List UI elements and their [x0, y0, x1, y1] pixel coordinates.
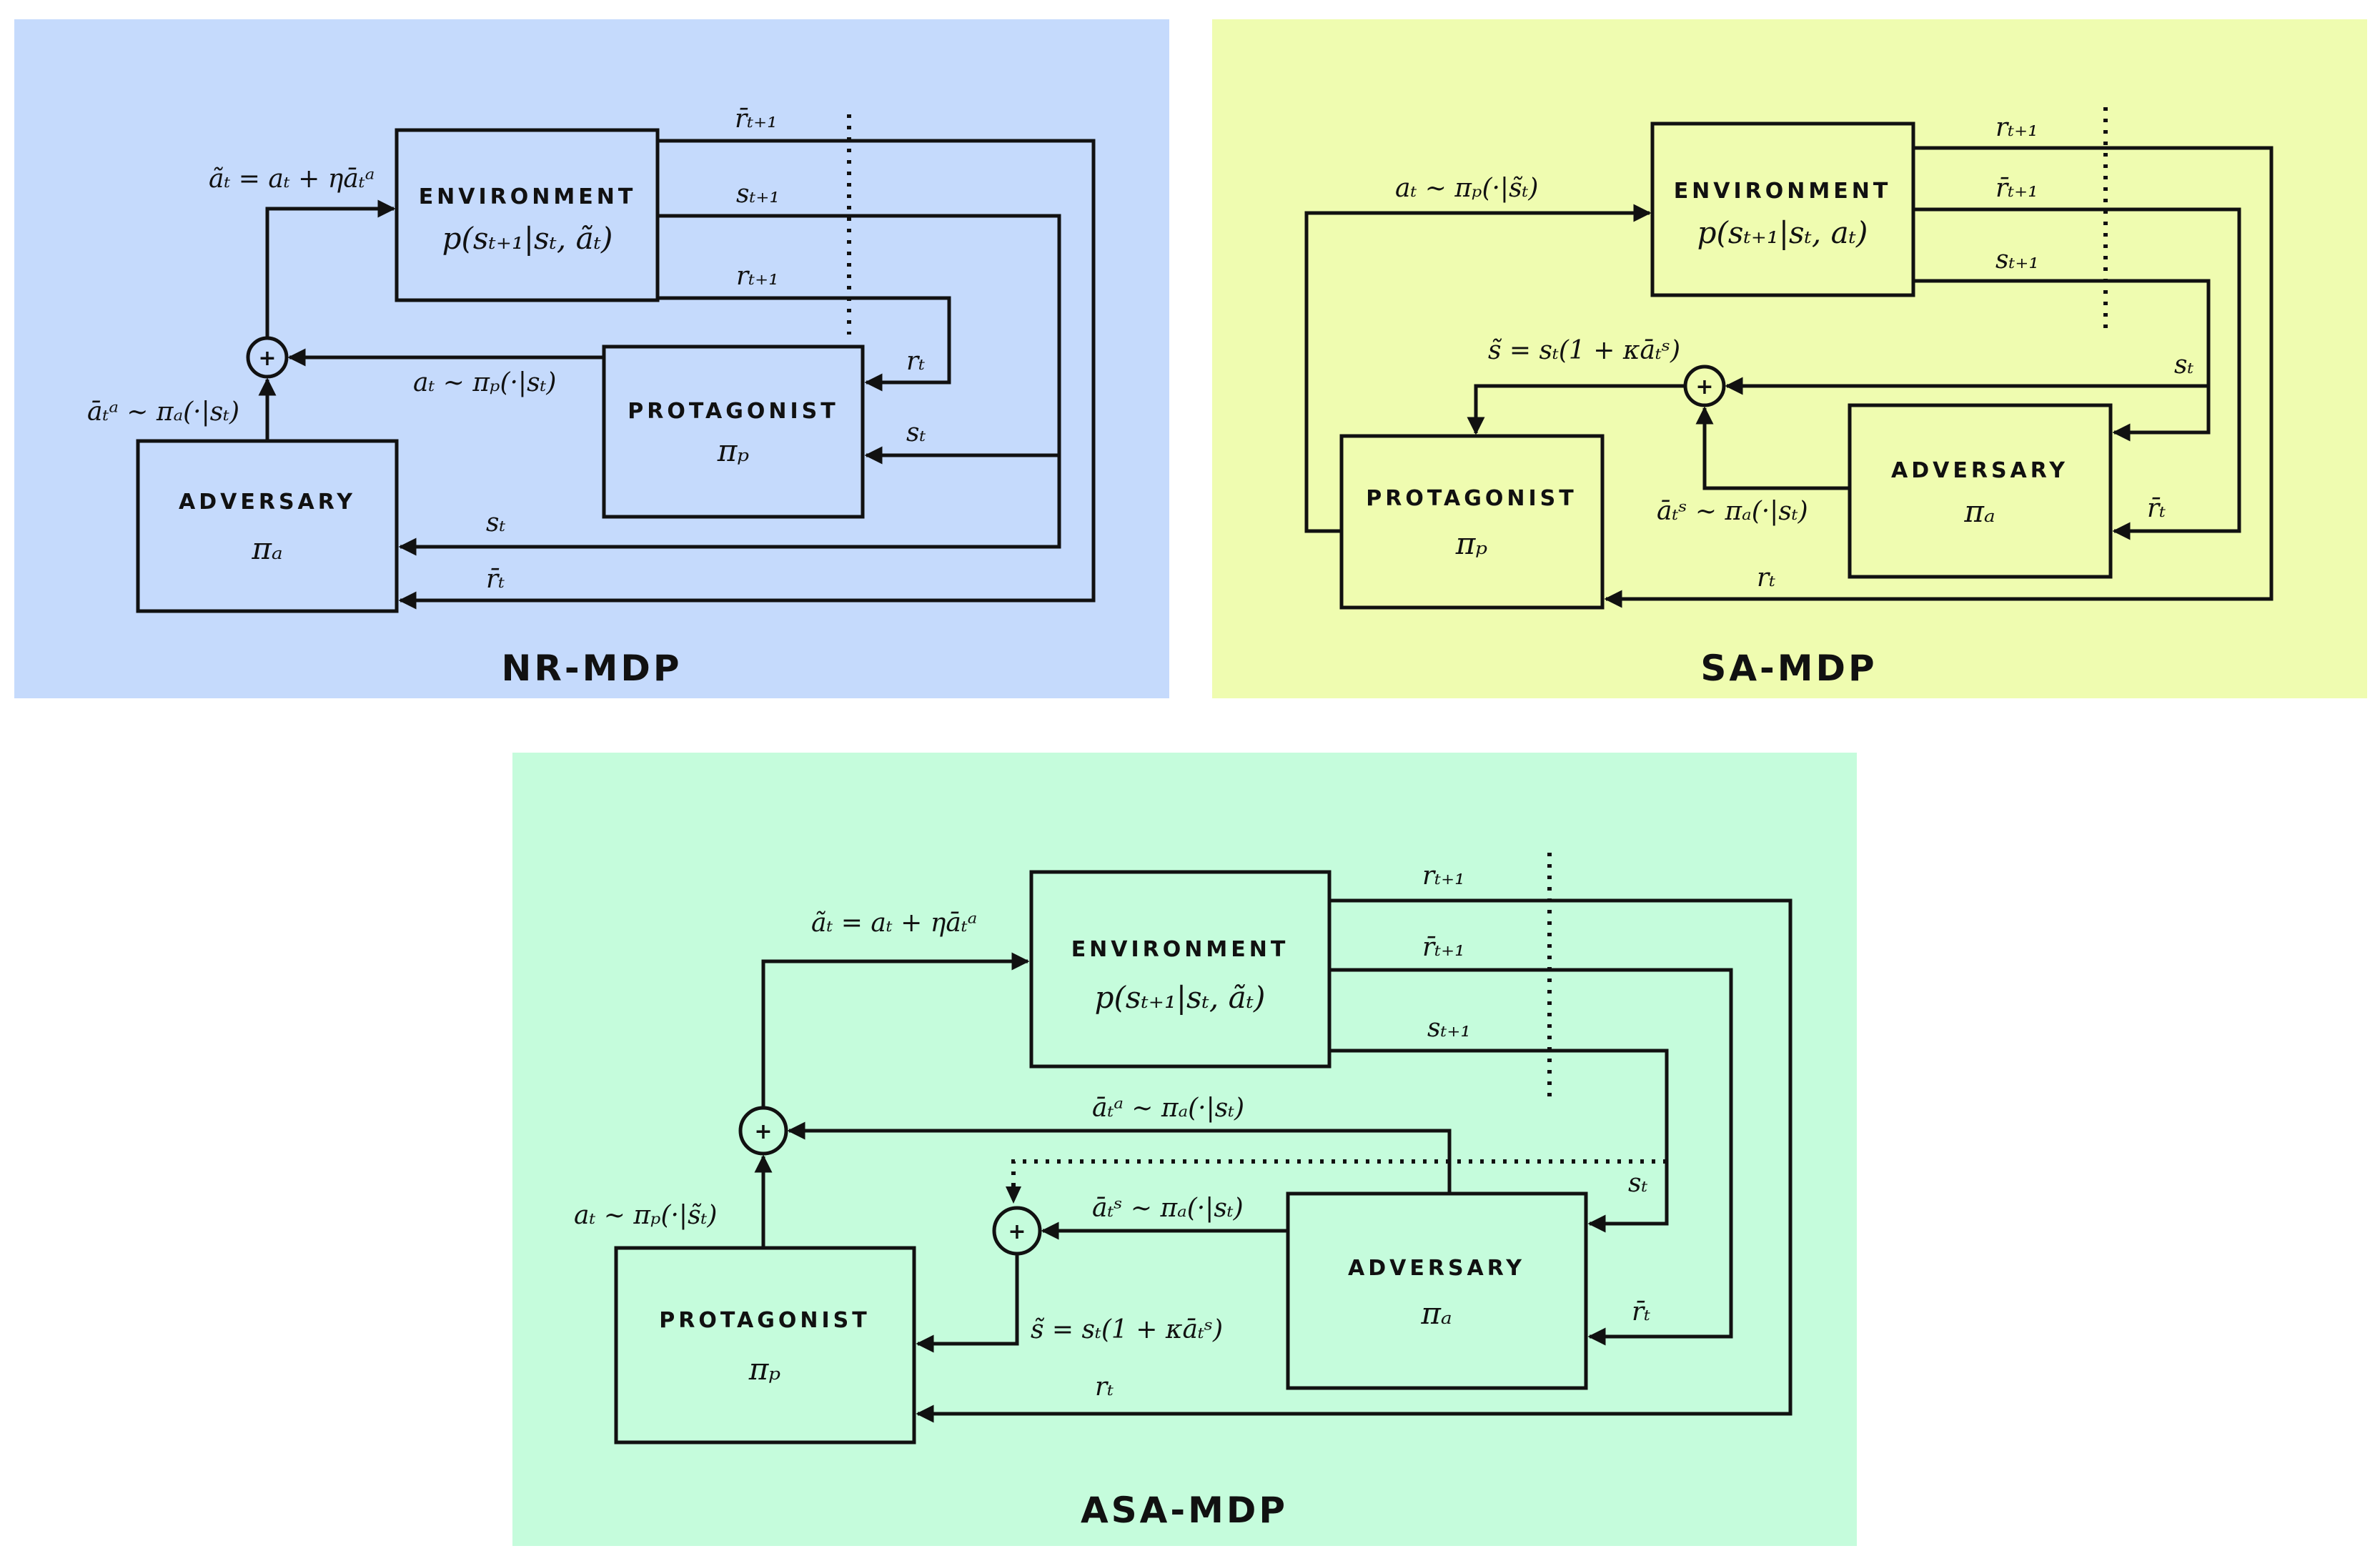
- nr-label-action-mix: ãₜ = aₜ + ηāₜᵃ: [209, 164, 375, 194]
- nr-label-adv-action: āₜᵃ ∼ πₐ(·|sₜ): [87, 397, 239, 427]
- nr-label-prot-action: aₜ ∼ πₚ(·|sₜ): [413, 368, 556, 397]
- asa-label-adv-action-a: āₜᵃ ∼ πₐ(·|sₜ): [1092, 1094, 1244, 1123]
- sa-protagonist-label: PROTAGONIST: [1366, 486, 1577, 511]
- sa-label-s-next: sₜ₊₁: [1995, 245, 2039, 274]
- sa-adversary-policy: πₐ: [1963, 494, 1995, 529]
- sa-environment-label: ENVIRONMENT: [1674, 179, 1892, 204]
- nr-protagonist-label: PROTAGONIST: [628, 399, 838, 424]
- asa-label-action-mix: ãₜ = aₜ + ηāₜᵃ: [811, 908, 977, 938]
- nr-label-rbar-next: r̄ₜ₊₁: [735, 104, 778, 134]
- sa-adversary-box: [1848, 403, 2113, 579]
- sa-label-r-next: rₜ₊₁: [1995, 113, 2038, 142]
- asa-label-r-t: rₜ: [1095, 1372, 1114, 1402]
- circle-plus-icon: +: [1695, 375, 1713, 400]
- nr-label-s-t-adv: sₜ: [486, 508, 505, 537]
- asa-label-state-mix: s̃ = sₜ(1 + κāₜˢ): [1031, 1315, 1223, 1344]
- asa-panel-title: ASA-MDP: [1081, 1490, 1288, 1531]
- nr-label-r-next: rₜ₊₁: [736, 262, 779, 291]
- circle-plus-icon: +: [258, 346, 276, 371]
- sa-label-rbar-next: r̄ₜ₊₁: [1995, 174, 2038, 203]
- sa-edge-adversary-to-sum: [1695, 406, 1850, 490]
- asa-environment-formula: p(sₜ₊₁|sₜ, ãₜ): [1095, 980, 1266, 1015]
- sa-adversary-label: ADVERSARY: [1891, 458, 2068, 483]
- sa-label-prot-action: aₜ ∼ πₚ(·|s̃ₜ): [1395, 174, 1538, 203]
- asa-label-s-next: sₜ₊₁: [1427, 1014, 1471, 1043]
- nr-label-s-t-prot: sₜ: [906, 418, 926, 447]
- sa-protagonist-box: [1339, 434, 1605, 610]
- asa-adversary-box: [1286, 1191, 1588, 1390]
- nr-environment-label: ENVIRONMENT: [419, 184, 637, 209]
- asa-edge-sum-to-environment: [761, 952, 1030, 1108]
- nr-adversary-label: ADVERSARY: [179, 490, 356, 515]
- nr-edge-state-to-adversary: [398, 214, 1061, 556]
- asa-edge-sum-to-protagonist: [916, 1254, 1019, 1353]
- sa-edge-state-to-adversary: [1913, 279, 2211, 442]
- nr-label-r-t: rₜ: [906, 347, 925, 376]
- sa-panel-title: SA-MDP: [1700, 648, 1877, 689]
- asa-label-rbar-next: r̄ₜ₊₁: [1422, 933, 1465, 962]
- nr-protagonist-box: [602, 345, 865, 519]
- sa-label-r-t: rₜ: [1757, 563, 1775, 593]
- asa-edge-reward-to-protagonist: [916, 898, 1793, 1423]
- sa-edge-protagonist-to-environment: [1304, 204, 1652, 533]
- asa-adversary-label: ADVERSARY: [1348, 1256, 1525, 1281]
- asa-label-prot-action: aₜ ∼ πₚ(·|s̃ₜ): [574, 1201, 717, 1230]
- nr-edge-rbar-to-adversary: [398, 139, 1096, 610]
- sa-edge-reward-to-protagonist: [1604, 146, 2274, 608]
- circle-plus-icon: +: [1008, 1219, 1026, 1244]
- asa-label-adv-action-s: āₜˢ ∼ πₐ(·|sₜ): [1092, 1194, 1244, 1223]
- sa-protagonist-policy: πₚ: [1455, 526, 1487, 561]
- sa-mdp-panel: ENVIRONMENT p(sₜ₊₁|sₜ, aₜ) PROTAGONIST π…: [1212, 19, 2367, 698]
- nr-edge-sum-to-environment: [265, 199, 396, 338]
- circle-plus-icon: +: [754, 1119, 772, 1144]
- asa-label-rbar-t: r̄ₜ: [1632, 1297, 1650, 1327]
- sa-edge-rbar-to-adversary: [1913, 207, 2241, 540]
- sa-panel-background: [1212, 19, 2367, 698]
- asa-edge-adversary-action-to-sum: [787, 1121, 1452, 1194]
- asa-label-s-t: sₜ: [1628, 1169, 1647, 1198]
- nr-adversary-policy: πₐ: [251, 531, 282, 566]
- sa-environment-formula: p(sₜ₊₁|sₜ, aₜ): [1697, 215, 1868, 250]
- nr-panel-title: NR-MDP: [501, 648, 682, 689]
- asa-label-r-next: rₜ₊₁: [1422, 861, 1465, 891]
- asa-environment-label: ENVIRONMENT: [1071, 937, 1289, 962]
- asa-adversary-policy: πₐ: [1420, 1296, 1452, 1331]
- nr-edge-reward-to-protagonist: [658, 296, 951, 392]
- asa-protagonist-policy: πₚ: [748, 1352, 780, 1387]
- nr-environment-formula: p(sₜ₊₁|sₜ, ãₜ): [442, 221, 613, 256]
- asa-mdp-panel: ENVIRONMENT p(sₜ₊₁|sₜ, ãₜ) PROTAGONIST π…: [512, 753, 1857, 1546]
- nr-mdp-panel: ENVIRONMENT p(sₜ₊₁|sₜ, ãₜ) PROTAGONIST π…: [14, 19, 1169, 698]
- nr-label-s-next: sₜ₊₁: [736, 179, 780, 209]
- sa-label-adv-action: āₜˢ ∼ πₐ(·|sₜ): [1657, 497, 1808, 526]
- asa-edge-rbar-to-adversary: [1329, 968, 1733, 1346]
- asa-edge-state-to-adversary: [1329, 1049, 1669, 1233]
- sa-edge-sum-to-protagonist: [1467, 384, 1685, 435]
- asa-edge-state-dotted: [1011, 1159, 1667, 1186]
- nr-label-rbar-t: r̄ₜ: [486, 565, 505, 594]
- asa-protagonist-label: PROTAGONIST: [659, 1308, 870, 1333]
- asa-dotted-arrowhead: [1006, 1186, 1021, 1204]
- sa-label-s-t: sₜ: [2174, 350, 2193, 380]
- sa-label-rbar-t: r̄ₜ: [2147, 494, 2166, 523]
- sa-label-state-mix: s̃ = sₜ(1 + κāₜˢ): [1488, 336, 1680, 365]
- nr-protagonist-policy: πₚ: [717, 433, 749, 468]
